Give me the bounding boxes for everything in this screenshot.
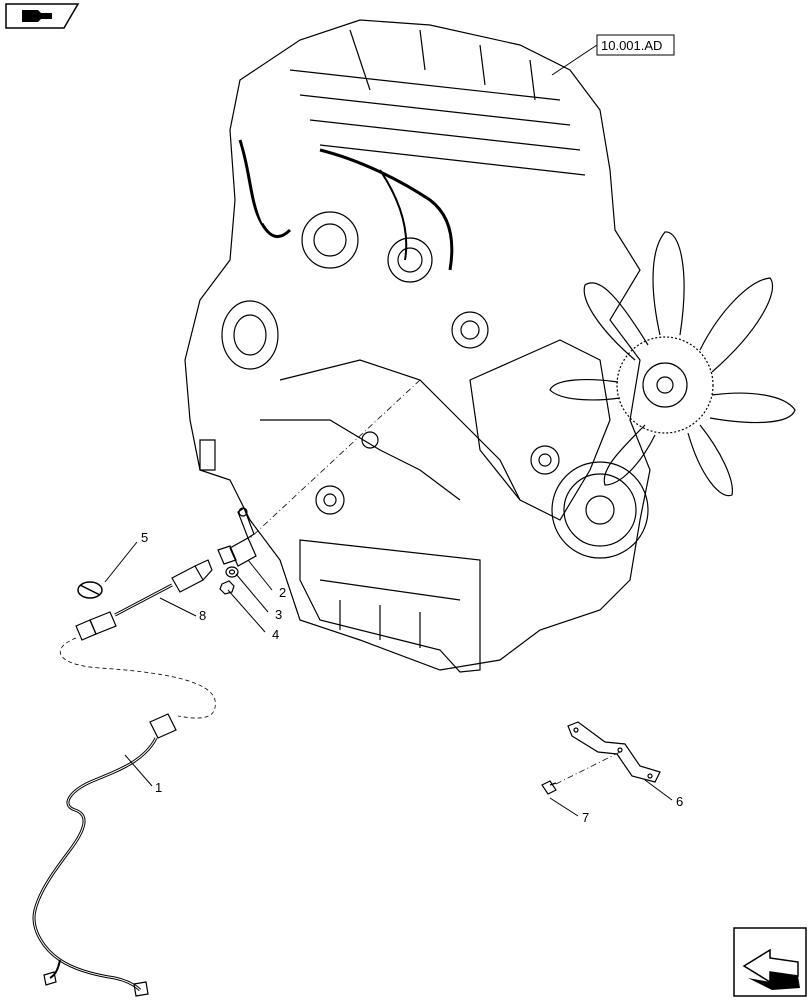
bolt-leader (555, 751, 621, 785)
callout-3: 3 (275, 607, 282, 622)
callout-5: 5 (141, 530, 148, 545)
callout-2: 2 (279, 585, 286, 600)
connection-leader (59, 637, 216, 719)
reference-box[interactable]: 10.001.AD (551, 34, 675, 76)
fan-assembly (549, 231, 796, 497)
part-clip[interactable] (77, 581, 103, 599)
part-washer[interactable] (225, 566, 239, 578)
part-wiring-harness[interactable] (32, 713, 177, 997)
book-arrow-icon[interactable] (5, 3, 80, 29)
callout-4: 4 (272, 627, 279, 642)
reference-label: 10.001.AD (601, 38, 662, 53)
callout-8: 8 (199, 608, 206, 623)
part-sensor[interactable] (75, 559, 213, 641)
callout-leaders (104, 541, 673, 817)
next-page-arrow-icon[interactable] (733, 927, 807, 997)
part-bracket[interactable] (567, 721, 661, 783)
callout-6: 6 (676, 794, 683, 809)
part-sender-switch[interactable] (217, 507, 257, 567)
part-bolt[interactable] (541, 780, 557, 795)
callout-7: 7 (582, 810, 589, 825)
callout-1: 1 (155, 780, 162, 795)
part-nut[interactable] (219, 580, 235, 595)
engine-assembly (184, 19, 651, 673)
install-leader (247, 379, 421, 541)
